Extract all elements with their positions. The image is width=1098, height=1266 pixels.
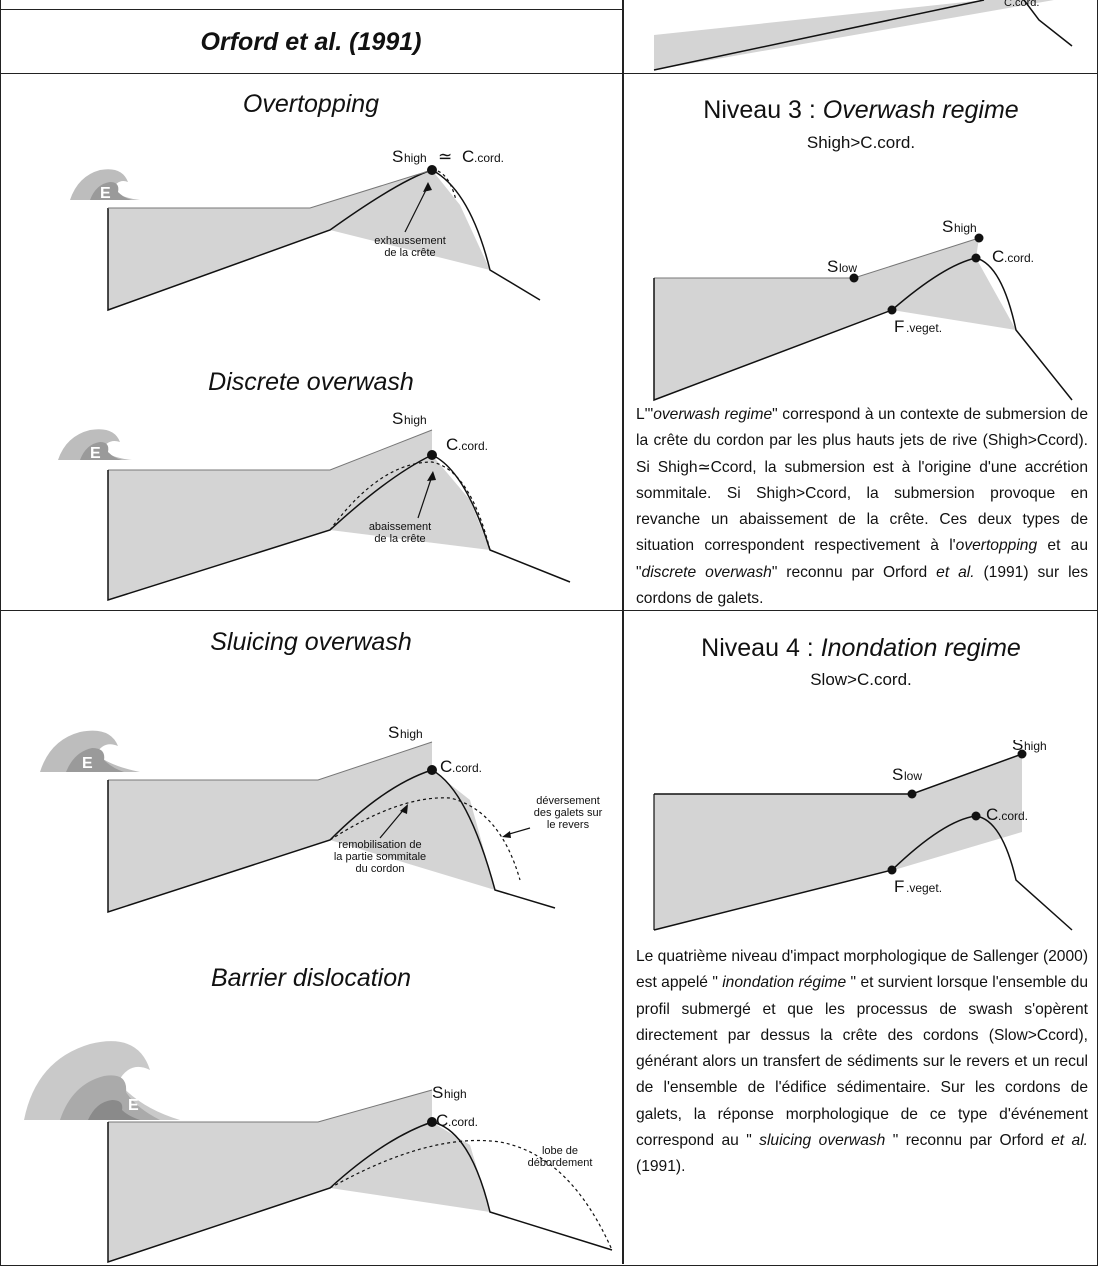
svg-text:du cordon: du cordon: [356, 863, 405, 875]
discrete-overwash-diagram: E S high C .cord. abaissement de la crêt…: [58, 409, 571, 602]
crest-point: [427, 1117, 437, 1127]
panel-title-barrier-dislocation: Barrier dislocation: [210, 964, 412, 992]
fveget-point: [887, 305, 897, 315]
row1-divider: [0, 73, 1098, 74]
svg-text:E: E: [82, 755, 93, 772]
svg-text:C: C: [436, 1111, 448, 1130]
svg-text:abaissement: abaissement: [369, 521, 431, 533]
svg-text:S: S: [392, 409, 403, 428]
panel-title-sluicing-overwash: Sluicing overwash: [210, 628, 412, 656]
svg-text:.veget.: .veget.: [906, 881, 942, 895]
level4-subtitle: Slow>C.cord.: [810, 670, 912, 689]
top-fragment-label: C.cord.: [1004, 0, 1039, 9]
shigh-point: [1017, 749, 1027, 759]
level3-diagram: S high S low C .cord. F .veget.: [653, 217, 1073, 402]
svg-text:high: high: [444, 1087, 467, 1101]
ccord-point: [971, 253, 981, 263]
svg-text:low: low: [839, 261, 857, 275]
svg-text:F: F: [894, 317, 904, 336]
panel-title-discrete-overwash: Discrete overwash: [208, 368, 414, 396]
wave-icon: E: [24, 1041, 180, 1120]
svg-text:high: high: [954, 221, 977, 235]
crest-point: [427, 450, 437, 460]
svg-text:C: C: [462, 147, 474, 166]
svg-text:high: high: [1024, 740, 1047, 753]
left-header: Orford et al. (1991): [200, 28, 422, 56]
sluicing-overwash-diagram: E S high C .cord. remobilisation de la p…: [40, 723, 603, 914]
svg-text:S: S: [892, 765, 903, 784]
level4-diagram: S high S low C .cord. F .veget.: [653, 740, 1073, 931]
svg-text:déversement: déversement: [536, 795, 600, 807]
top-fragment-diagram: C.cord.: [653, 0, 1073, 71]
slow-point: [907, 789, 917, 799]
svg-text:C: C: [986, 805, 998, 824]
panel-title-overtopping: Overtopping: [242, 90, 380, 118]
svg-text:.cord.: .cord.: [998, 809, 1028, 823]
svg-text:des galets sur: des galets sur: [534, 807, 603, 819]
svg-text:.veget.: .veget.: [906, 321, 942, 335]
svg-text:≃: ≃: [438, 147, 452, 166]
row2-divider: [0, 610, 1098, 611]
svg-text:le revers: le revers: [547, 819, 590, 831]
svg-text:F: F: [894, 877, 904, 896]
svg-text:E: E: [100, 185, 111, 202]
level3-title: Niveau 3 : Overwash regime: [703, 96, 1019, 124]
svg-text:E: E: [90, 445, 101, 462]
crest-point: [427, 165, 437, 175]
svg-text:débordement: débordement: [528, 1157, 593, 1169]
level3-subtitle: Shigh>C.cord.: [806, 133, 916, 152]
svg-text:C: C: [446, 435, 458, 454]
svg-text:S: S: [1012, 740, 1023, 754]
svg-text:exhaussement: exhaussement: [374, 235, 446, 247]
svg-text:C: C: [440, 757, 452, 776]
header-divider: [0, 0, 622, 10]
level4-paragraph: Le quatrième niveau d'impact morphologiq…: [636, 948, 1089, 1176]
overtopping-diagram: E S high ≃ C .cord. exhaussement de la c…: [70, 147, 541, 312]
svg-text:de la crête: de la crête: [384, 247, 435, 259]
svg-text:.cord.: .cord.: [1004, 251, 1034, 265]
wave-icon: E: [70, 169, 140, 202]
svg-text:S: S: [432, 1083, 443, 1102]
svg-text:S: S: [392, 147, 403, 166]
level3-paragraph: L'"overwash regime" correspond à un cont…: [636, 406, 1088, 608]
svg-text:S: S: [388, 723, 399, 742]
wave-icon: E: [40, 730, 140, 772]
svg-text:E: E: [128, 1097, 139, 1114]
shigh-point: [974, 233, 984, 243]
level4-title: Niveau 4 : Inondation regime: [701, 634, 1021, 662]
svg-text:S: S: [827, 257, 838, 276]
svg-text:S: S: [942, 217, 953, 236]
svg-text:.cord.: .cord.: [448, 1115, 478, 1129]
center-divider: [622, 0, 624, 1264]
svg-text:high: high: [400, 727, 423, 741]
fveget-point: [887, 865, 897, 875]
slow-point: [849, 273, 859, 283]
barrier-dislocation-diagram: E S high C .cord. lobe de débordement: [24, 1041, 613, 1264]
ccord-point: [971, 811, 981, 821]
svg-text:de la crête: de la crête: [374, 533, 425, 545]
svg-text:.cord.: .cord.: [452, 761, 482, 775]
svg-text:high: high: [404, 151, 427, 165]
svg-text:lobe de: lobe de: [542, 1145, 578, 1157]
wave-icon: E: [58, 429, 132, 462]
svg-text:.cord.: .cord.: [458, 439, 488, 453]
svg-text:C: C: [992, 247, 1004, 266]
svg-text:.cord.: .cord.: [474, 151, 504, 165]
svg-text:low: low: [904, 769, 922, 783]
svg-text:high: high: [404, 413, 427, 427]
crest-point: [427, 765, 437, 775]
svg-text:la partie sommitale: la partie sommitale: [334, 851, 426, 863]
svg-text:remobilisation de: remobilisation de: [338, 839, 421, 851]
